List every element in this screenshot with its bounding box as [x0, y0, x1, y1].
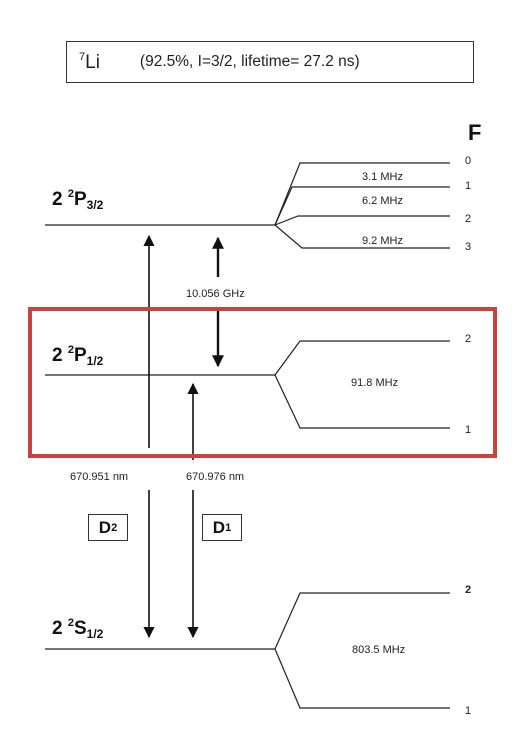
highlight-box-2P1/2	[28, 307, 497, 458]
s12-F2-line	[274, 592, 450, 650]
isotope-label: 7Li	[79, 51, 100, 74]
isotope-header-box: 7Li (92.5%, I=3/2, lifetime= 27.2 ns)	[66, 41, 474, 83]
s12-F-2: 2	[465, 584, 472, 596]
s12-F-1: 1	[465, 705, 472, 717]
fine-structure-splitting: 10.056 GHz	[186, 288, 245, 300]
p32-F-1: 1	[465, 180, 472, 192]
level-label-2P3/2: 2 2P3/2	[52, 188, 104, 212]
s12-splitting: 803.5 MHz	[352, 644, 406, 656]
d1-wavelength: 670.976 nm	[186, 471, 245, 483]
p32-F1-line	[274, 186, 450, 226]
s12-F1-line	[274, 648, 450, 709]
p12-F-2: 2	[465, 333, 472, 345]
p32-F2-line	[274, 215, 450, 226]
p32-F-0: 0	[465, 155, 472, 167]
p12-splitting: 91.8 MHz	[351, 377, 399, 389]
p12-F1-line	[274, 374, 450, 429]
p12-F2-line	[274, 340, 450, 376]
p32-splitting-2-3: 9.2 MHz	[362, 235, 403, 247]
p32-splitting-0-1: 3.1 MHz	[362, 171, 403, 183]
isotope-info: (92.5%, I=3/2, lifetime= 27.2 ns)	[139, 53, 360, 70]
isotope-symbol: Li	[85, 51, 100, 73]
d2-wavelength: 670.951 nm	[70, 471, 129, 483]
isotope-mass-number: 7	[79, 50, 86, 63]
p32-splitting-1-2: 6.2 MHz	[362, 195, 403, 207]
p32-F3-line	[274, 224, 450, 249]
F-column-header: F	[468, 120, 482, 145]
p32-F-3: 3	[465, 241, 472, 253]
p32-F0-line	[274, 162, 450, 226]
level-label-2P1/2: 2 2P1/2	[52, 344, 104, 368]
level-label-2S1/2: 2 2S1/2	[52, 617, 104, 641]
p12-F-1: 1	[465, 424, 472, 436]
p32-F-2: 2	[465, 213, 472, 225]
